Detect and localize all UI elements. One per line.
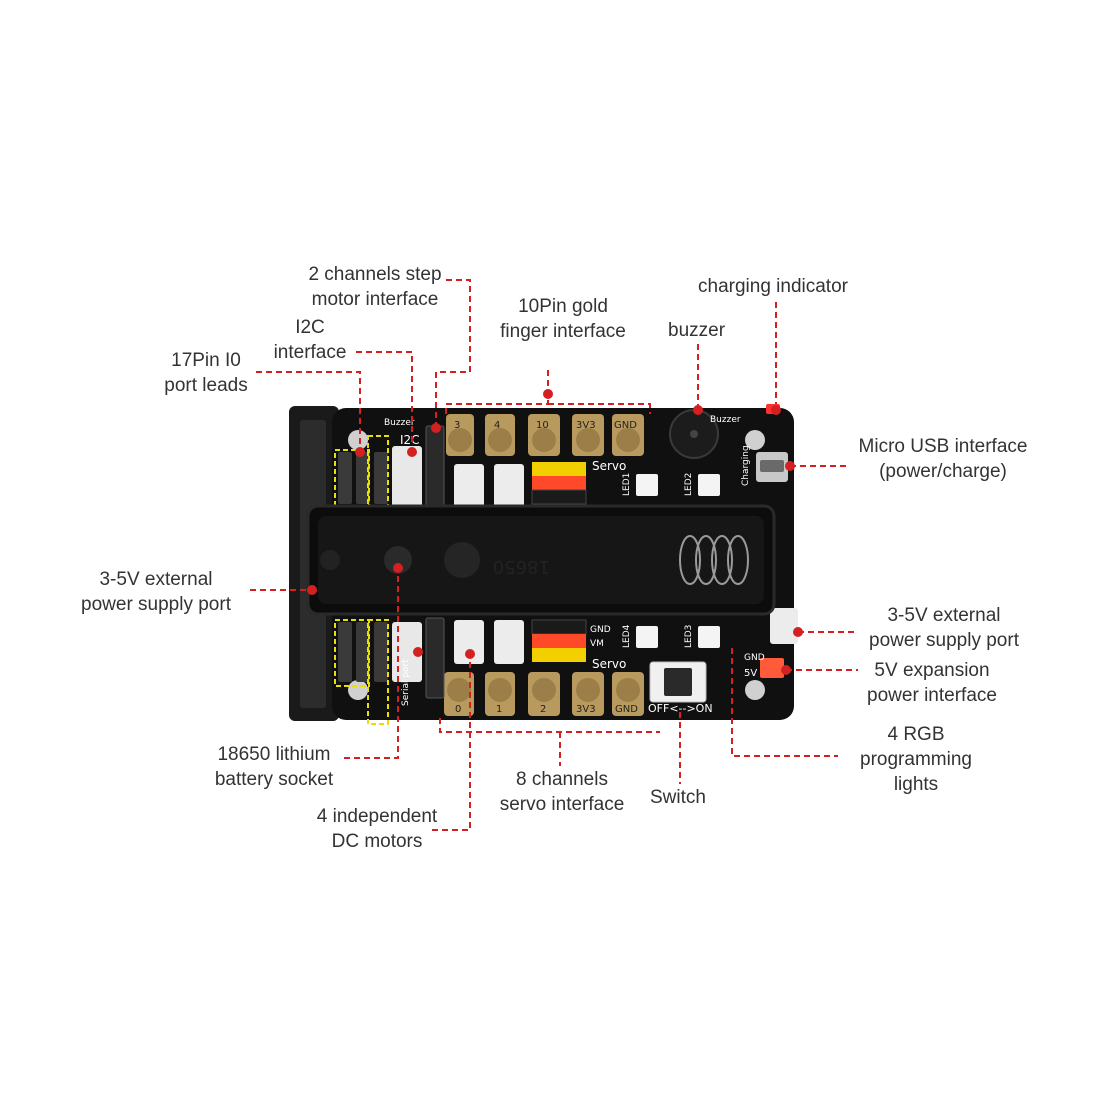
annotation-leaders [250, 279, 858, 831]
label-gold-finger: 10Pin gold finger interface [488, 294, 638, 344]
silk-bottom-pads: 0 1 2 3V3 GND [455, 704, 638, 715]
bottom-pad-label: GND [615, 704, 638, 715]
bottom-pad-label: 1 [496, 704, 502, 715]
label-step-motor: 2 channels step motor interface [300, 262, 450, 312]
label-line: 18650 lithium [217, 744, 331, 765]
bottom-pad-label: 0 [455, 704, 461, 715]
top-pad-label: 3V3 [576, 420, 596, 431]
silk-led3: LED3 [684, 625, 694, 648]
silk-led4: LED4 [622, 624, 632, 648]
label-line: servo interface [499, 794, 625, 815]
servo-header-bottom [531, 619, 587, 662]
i2c-connector-top [392, 446, 422, 510]
silk-vm: VM [590, 639, 604, 649]
label-ext-power-right: 3-5V external power supply port [858, 603, 1030, 653]
silk-buzzer-right: Buzzer [710, 415, 741, 425]
expansion-5v-header [760, 658, 784, 678]
top-pad-label: GND [614, 420, 637, 431]
label-line: I2C [295, 317, 325, 338]
pin-headers-left-bottom [338, 622, 388, 682]
bottom-pad-label: 2 [540, 704, 546, 715]
rgb-leds [636, 474, 720, 648]
label-line: 4 independent [316, 806, 438, 827]
silk-charging: Charging [741, 445, 751, 486]
battery-spring [679, 535, 749, 585]
label-line: interface [273, 342, 347, 363]
silk-gnd-small: GND [744, 653, 765, 663]
label-servo: 8 channels servo interface [484, 767, 640, 817]
motor-connectors-top [454, 464, 524, 508]
bottom-pad-label: 3V3 [576, 704, 596, 715]
silk-led1: LED1 [622, 473, 632, 496]
battery-embossed-text: 18650 [493, 556, 550, 577]
label-buzzer: buzzer [668, 320, 726, 341]
label-line: (power/charge) [879, 461, 1007, 482]
silk-i2c: I2C [400, 433, 420, 447]
label-line: power interface [867, 685, 997, 706]
right-power-connector [770, 608, 798, 644]
label-line: programming [860, 749, 972, 770]
label-line: 10Pin gold [518, 296, 608, 317]
label-line: DC motors [331, 831, 423, 852]
label-line: 8 channels [516, 769, 608, 790]
silk-5v: 5V [744, 668, 757, 679]
label-switch: Switch [650, 787, 706, 808]
pin-headers-left-top [338, 452, 388, 504]
annotation-dots [307, 389, 803, 675]
label-line: Micro USB interface [858, 436, 1028, 457]
top-pad-label: 10 [536, 420, 549, 431]
label-17pin-io: 17Pin I0 port leads [152, 348, 260, 398]
label-line: lights [893, 774, 939, 795]
label-line: power supply port [869, 630, 1019, 651]
silk-gnd: GND [590, 625, 611, 635]
silk-servo-bottom: Servo [592, 657, 626, 671]
label-rgb-lights: 4 RGB programming lights [846, 722, 986, 797]
bottom-gold-pads [444, 672, 644, 716]
top-pad-label: 4 [494, 420, 500, 431]
silk-servo-top: Servo [592, 459, 626, 473]
top-gold-pads [446, 414, 644, 456]
silk-serial-port: Serial port [401, 659, 411, 706]
label-ext-power-left: 3-5V external power supply port [70, 567, 242, 617]
silk-led2: LED2 [684, 473, 694, 496]
label-charging-indicator: charging indicator [698, 276, 848, 297]
label-micro-usb: Micro USB interface (power/charge) [848, 434, 1038, 484]
label-line: power supply port [81, 594, 231, 615]
label-line: battery socket [214, 769, 334, 790]
label-battery-socket: 18650 lithium battery socket [202, 742, 346, 792]
label-line: 3-5V external [887, 605, 1001, 626]
label-line: finger interface [500, 321, 626, 342]
step-motor-header-bottom [425, 617, 445, 699]
label-line: motor interface [311, 289, 439, 310]
top-pad-label: 3 [454, 420, 460, 431]
label-line: 17Pin I0 [171, 350, 241, 371]
silk-buzzer: Buzzer [384, 418, 415, 428]
silk-switch: OFF<-->ON [648, 702, 713, 715]
label-line: 2 channels step [308, 264, 442, 285]
step-motor-header-top [425, 425, 445, 511]
silk-top-pads: 3 4 10 3V3 GND [454, 420, 637, 431]
motor-connectors-bottom [454, 620, 524, 664]
label-dc-motors: 4 independent DC motors [302, 804, 452, 854]
servo-header-top [531, 462, 587, 505]
label-line: port leads [164, 375, 248, 396]
label-5v-expansion: 5V expansion power interface [852, 658, 1012, 708]
label-i2c: I2C interface [262, 315, 358, 365]
serial-connector-bottom [392, 622, 422, 682]
label-line: 5V expansion [874, 660, 990, 681]
label-line: 3-5V external [99, 569, 213, 590]
label-line: 4 RGB [887, 724, 945, 745]
